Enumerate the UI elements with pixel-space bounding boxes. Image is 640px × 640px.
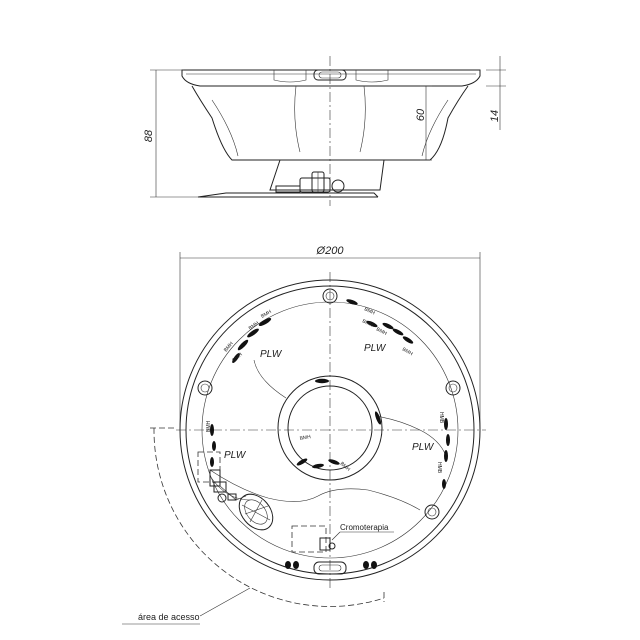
label-cromoterapia: Cromoterapia — [340, 523, 389, 532]
jets-left — [210, 424, 216, 467]
jets-top-right — [346, 299, 414, 344]
dim-depth: 60 — [415, 108, 427, 121]
label-plw-left: PLW — [224, 450, 247, 461]
jet-label: BMH — [401, 347, 414, 358]
jets-center — [296, 378, 382, 469]
dim-rim: 14 — [489, 110, 501, 122]
label-plw-left-top: PLW — [260, 349, 283, 360]
side-elevation: 88 60 14 — [143, 56, 506, 206]
lounger-footrest — [238, 493, 274, 531]
jet-label: HMB — [436, 462, 442, 474]
jets-top-left — [232, 318, 272, 364]
jet-label: BMH — [375, 326, 388, 337]
jet-label: BMH — [361, 318, 374, 328]
label-area-acesso: área de acesso — [138, 612, 200, 622]
jet-label: BMH — [260, 309, 273, 320]
jet-label: BMH — [363, 306, 376, 316]
jet-label: BMH — [223, 341, 235, 354]
cromoterapia-unit: Cromoterapia — [291, 523, 394, 553]
plan-view: Ø200 — [122, 245, 486, 625]
jet-label: HMB — [438, 412, 444, 424]
jet-labels: BMH BMH BMH BMH BMH BMH BMH BMH BMH BMH … — [206, 306, 444, 473]
jets-right — [442, 418, 450, 489]
dim-diameter: Ø200 — [316, 245, 345, 257]
label-plw-right: PLW — [412, 442, 435, 453]
jet-label: BMH — [206, 421, 212, 433]
pump-plan-icon — [197, 451, 247, 503]
label-plw-top: PLW — [364, 343, 387, 354]
access-area-arc — [153, 428, 385, 607]
rim-knobs — [197, 288, 461, 520]
jet-label: BMH — [339, 461, 352, 473]
jet-label: BMH — [299, 434, 311, 442]
jet-label: BMH — [248, 320, 261, 332]
jet-label: BMH — [231, 352, 244, 364]
rim-handle — [285, 561, 377, 575]
pump-icon — [275, 171, 345, 193]
dim-height-total: 88 — [143, 129, 155, 142]
